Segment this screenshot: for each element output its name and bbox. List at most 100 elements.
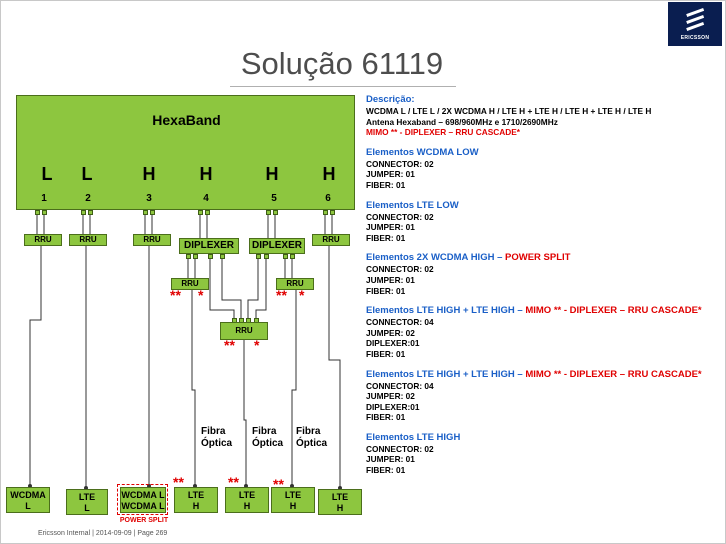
connector xyxy=(198,210,203,215)
section-line: CONNECTOR: 04 xyxy=(366,380,434,391)
connector xyxy=(88,210,93,215)
description-line: WCDMA L / LTE L / 2X WCDMA H / LTE H + L… xyxy=(366,106,652,116)
bottom-unit-lte-h-2: LTE H xyxy=(225,487,269,513)
section-line: FIBER: 01 xyxy=(366,179,406,190)
bottom-unit-lte-h-3: LTE H xyxy=(271,487,315,513)
section-line: CONNECTOR: 02 xyxy=(366,443,434,454)
connector xyxy=(42,210,47,215)
band-label-3: H xyxy=(142,164,156,184)
rru-diplexer-1: RRU xyxy=(171,278,209,290)
section-lte-low: Elementos LTE LOW CONNECTOR: 02 JUMPER: … xyxy=(366,200,718,244)
band-label-6: H xyxy=(322,164,336,184)
section-2x-wcdma-high: Elementos 2X WCDMA HIGH – POWER SPLIT CO… xyxy=(366,252,718,296)
section-lte-high: Elementos LTE HIGH CONNECTOR: 02 JUMPER:… xyxy=(366,432,718,476)
section-title-highlight: POWER SPLIT xyxy=(505,252,571,264)
connector xyxy=(266,210,271,215)
section-line: JUMPER: 01 xyxy=(366,169,415,180)
port-number-2: 2 xyxy=(85,193,91,204)
rru-port-6: RRU xyxy=(312,234,350,246)
section-line: FIBER: 01 xyxy=(366,412,406,423)
connector xyxy=(330,210,335,215)
bottom-unit-lte-l: LTE L xyxy=(66,489,108,515)
section-line: CONNECTOR: 02 xyxy=(366,158,434,169)
section-line: JUMPER: 02 xyxy=(366,327,415,338)
rru-port-3: RRU xyxy=(133,234,171,246)
connector xyxy=(81,210,86,215)
rru-port-1: RRU xyxy=(24,234,62,246)
section-line: FIBER: 01 xyxy=(366,348,406,359)
connector xyxy=(205,210,210,215)
port-number-3: 3 xyxy=(146,193,152,204)
connector xyxy=(35,210,40,215)
band-label-2: L xyxy=(81,164,93,184)
section-title: Elementos LTE LOW xyxy=(366,199,459,211)
description-panel: Descrição: WCDMA L / LTE L / 2X WCDMA H … xyxy=(366,94,718,476)
mimo-marker: ** xyxy=(228,474,239,490)
section-title-highlight: MIMO ** - DIPLEXER – RRU CASCADE* xyxy=(525,368,702,380)
ericsson-mark-icon xyxy=(686,7,705,31)
cascade-marker: * xyxy=(254,337,260,353)
cascade-marker: * xyxy=(299,287,305,303)
section-line: CONNECTOR: 02 xyxy=(366,211,434,222)
section-line: JUMPER: 01 xyxy=(366,454,415,465)
band-label-1: L xyxy=(41,164,53,184)
section-title: Elementos 2X WCDMA HIGH – xyxy=(366,252,506,264)
description-heading: Descrição: xyxy=(366,94,415,105)
diplexer-2: DIPLEXER xyxy=(249,238,305,254)
section-line: JUMPER: 01 xyxy=(366,274,415,285)
rru-cascade: RRU xyxy=(220,322,268,340)
hexaband-antenna: HexaBand xyxy=(16,95,355,210)
fiber-label: Fibra Óptica xyxy=(296,426,328,449)
section-line: FIBER: 01 xyxy=(366,285,406,296)
connector xyxy=(256,254,261,259)
mimo-marker: ** xyxy=(173,474,184,490)
band-label-4: H xyxy=(199,164,213,184)
title-underline xyxy=(230,86,456,87)
section-line: CONNECTOR: 04 xyxy=(366,317,434,328)
section-title: Elementos LTE HIGH + LTE HIGH – xyxy=(366,368,526,380)
connector xyxy=(193,254,198,259)
connector xyxy=(143,210,148,215)
footer: Ericsson Internal | 2014-09-09 | Page 26… xyxy=(38,530,168,537)
bottom-unit-lte-h-4: LTE H xyxy=(318,489,362,515)
section-line: DIPLEXER:01 xyxy=(366,401,420,412)
section-title-highlight: MIMO ** - DIPLEXER – RRU CASCADE* xyxy=(525,305,702,317)
section-line: FIBER: 01 xyxy=(366,465,406,476)
connector xyxy=(273,210,278,215)
description-line: MIMO ** - DIPLEXER – RRU CASCADE* xyxy=(366,127,520,138)
logo-text: ERICSSON xyxy=(680,35,710,41)
mimo-marker: ** xyxy=(170,287,181,303)
section-line: JUMPER: 02 xyxy=(366,391,415,402)
section-title: Elementos LTE HIGH xyxy=(366,431,461,443)
cascade-marker: * xyxy=(198,287,204,303)
port-number-4: 4 xyxy=(203,193,209,204)
power-split-outline xyxy=(117,484,168,515)
band-label-5: H xyxy=(265,164,279,184)
description-line: Antena Hexaband – 698/960MHz e 1710/2690… xyxy=(366,116,558,127)
connector xyxy=(220,254,225,259)
section-line: DIPLEXER:01 xyxy=(366,338,420,349)
port-number-1: 1 xyxy=(41,193,47,204)
port-number-6: 6 xyxy=(325,193,331,204)
fiber-label: Fibra Óptica xyxy=(252,426,284,449)
ericsson-logo: ERICSSON xyxy=(668,2,722,46)
section-title: Elementos LTE HIGH + LTE HIGH – xyxy=(366,305,526,317)
connector xyxy=(208,254,213,259)
port-number-5: 5 xyxy=(271,193,277,204)
mimo-marker: ** xyxy=(273,476,284,492)
diplexer-1: DIPLEXER xyxy=(179,238,239,254)
power-split-label: POWER SPLIT xyxy=(119,517,169,524)
mimo-marker: ** xyxy=(276,287,287,303)
connector xyxy=(264,254,269,259)
section-line: CONNECTOR: 02 xyxy=(366,264,434,275)
bottom-unit-wcdma-split: WCDMA L WCDMA L xyxy=(120,487,166,513)
connector xyxy=(186,254,191,259)
bottom-unit-wcdma-l: WCDMA L xyxy=(6,487,50,513)
mimo-marker: ** xyxy=(224,337,235,353)
connector xyxy=(323,210,328,215)
connector xyxy=(150,210,155,215)
section-lte-high-mimo-2: Elementos LTE HIGH + LTE HIGH – MIMO ** … xyxy=(366,369,718,423)
connector xyxy=(283,254,288,259)
fiber-label: Fibra Óptica xyxy=(201,426,233,449)
